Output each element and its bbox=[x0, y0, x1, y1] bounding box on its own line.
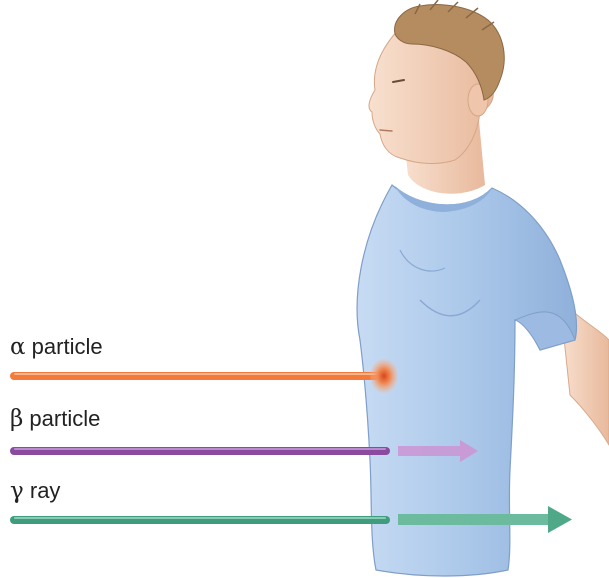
gamma-label: γ ray bbox=[10, 478, 60, 504]
gamma-beam-highlight bbox=[14, 517, 386, 519]
gamma-arrowhead bbox=[548, 506, 572, 533]
beta-beam-through bbox=[398, 446, 460, 456]
gamma-label-text: ray bbox=[30, 478, 61, 503]
gamma-symbol: γ bbox=[10, 478, 24, 504]
beta-beam-highlight bbox=[14, 448, 386, 450]
beta-symbol: β bbox=[10, 406, 23, 432]
alpha-label: α particle bbox=[10, 334, 103, 360]
alpha-beam-highlight bbox=[14, 373, 379, 375]
alpha-label-text: particle bbox=[32, 334, 103, 359]
alpha-symbol: α bbox=[10, 334, 26, 360]
beta-label: β particle bbox=[10, 406, 100, 432]
mouth bbox=[380, 130, 392, 131]
beta-label-text: particle bbox=[29, 406, 100, 431]
gamma-beam-through bbox=[398, 514, 548, 525]
alpha-impact-glow bbox=[370, 359, 398, 393]
